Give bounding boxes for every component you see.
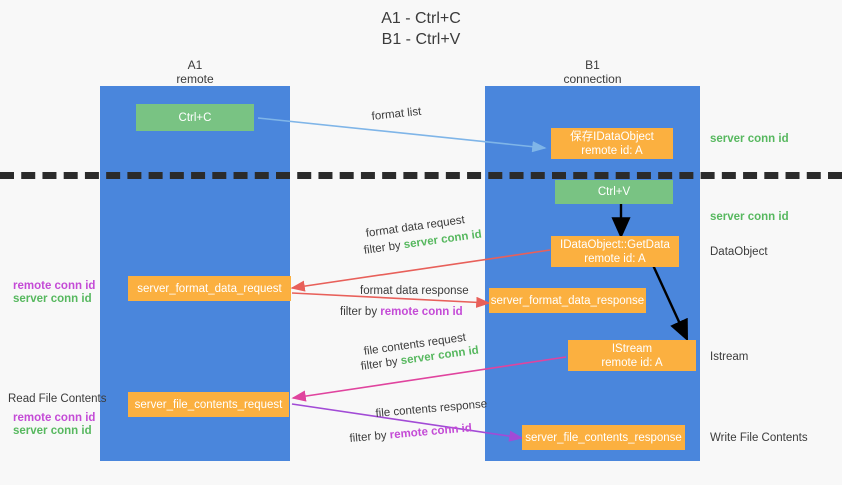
remote-conn-id-text: remote conn id <box>380 306 463 318</box>
box-server-format-data-response[interactable]: server_format_data_response <box>489 288 646 313</box>
box-idataobject-getdata[interactable]: IDataObject::GetData remote id: A <box>551 236 679 267</box>
label-read-file-contents: Read File Contents <box>8 393 107 405</box>
box-save-idataobject[interactable]: 保存IDataObject remote id: A <box>551 128 673 159</box>
edge-label-format-data-response-filter: filter by remote conn id <box>340 305 463 320</box>
arrow-file-contents-response <box>291 403 524 442</box>
label-server-conn-id-1: server conn id <box>13 293 92 305</box>
box-server-file-contents-request[interactable]: server_file_contents_request <box>128 392 289 417</box>
arrow-file-contents-request <box>291 356 567 402</box>
label-server-conn-id-mid: server conn id <box>710 211 789 223</box>
arrow-format-data-request <box>290 249 551 292</box>
label-remote-conn-id-1: remote conn id <box>13 280 96 292</box>
arrow-getdata-to-istream <box>650 262 689 342</box>
arrow-format-data-response <box>291 292 491 308</box>
filter-by-text: filter by <box>349 429 391 445</box>
page-title: A1 - Ctrl+C B1 - Ctrl+V <box>381 10 461 48</box>
box-server-file-contents-response[interactable]: server_file_contents_response <box>522 425 685 450</box>
arrow-format-list <box>257 117 547 153</box>
box-server-format-data-request[interactable]: server_format_data_request <box>128 276 291 301</box>
label-server-conn-id-top: server conn id <box>710 133 789 145</box>
edge-label-format-data-response: format data response <box>360 285 469 297</box>
filter-by-text: filter by <box>340 306 381 318</box>
label-istream: Istream <box>710 351 749 363</box>
box-ctrl-c[interactable]: Ctrl+C <box>136 104 254 131</box>
label-write-file-contents: Write File Contents <box>710 432 808 444</box>
column-header-a1: A1 remote <box>176 58 214 86</box>
box-istream[interactable]: IStream remote id: A <box>568 340 696 371</box>
divider-dashed-line <box>0 172 842 179</box>
box-ctrl-v[interactable]: Ctrl+V <box>555 180 673 204</box>
label-server-conn-id-2: server conn id <box>13 425 92 437</box>
column-header-b1: B1 connection <box>563 58 622 86</box>
label-dataobject: DataObject <box>710 246 768 258</box>
label-remote-conn-id-2: remote conn id <box>13 412 96 424</box>
